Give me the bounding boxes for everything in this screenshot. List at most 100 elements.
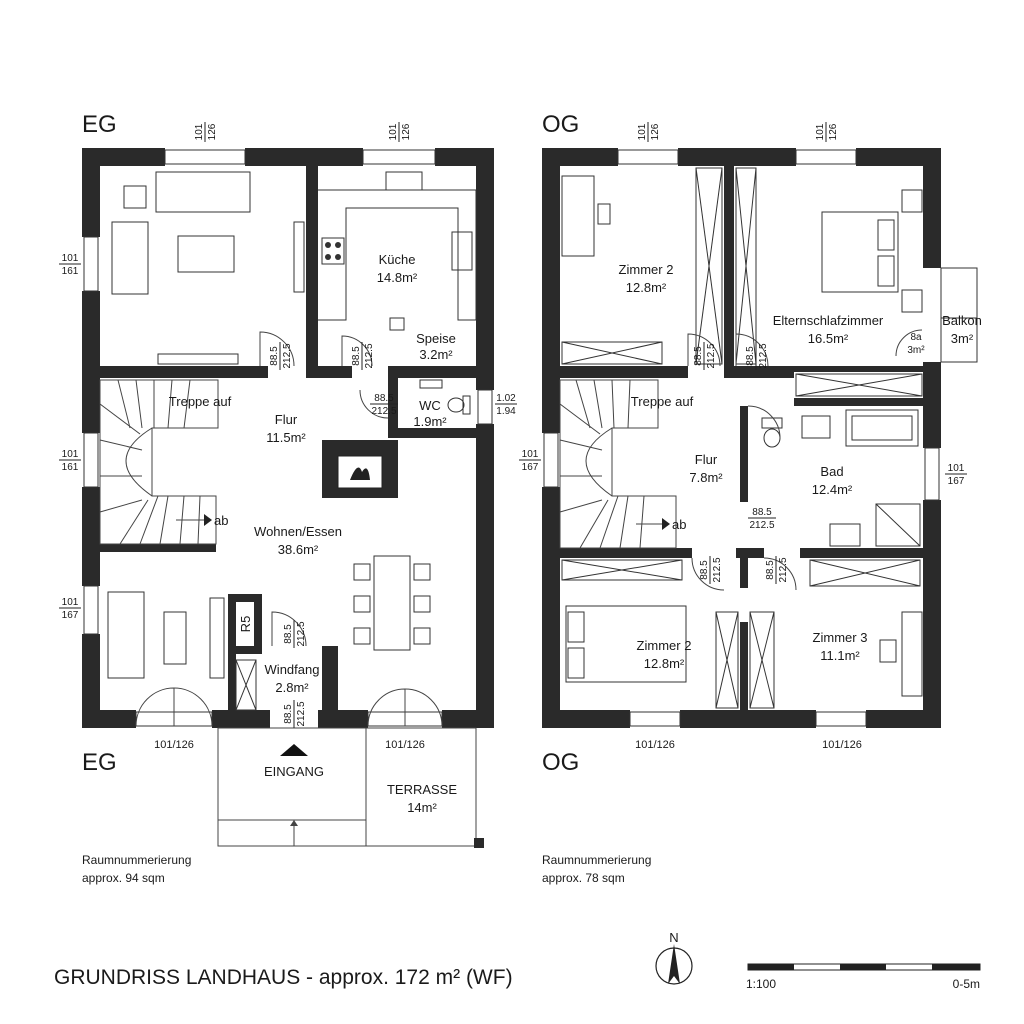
scale-range: 0-5m	[953, 977, 980, 991]
svg-text:212.5: 212.5	[706, 343, 717, 368]
svg-text:88.5: 88.5	[283, 704, 294, 724]
eg-windfang-name: Windfang	[265, 662, 320, 677]
svg-text:101: 101	[194, 123, 205, 140]
og-heading-bottom: OG	[542, 749, 579, 776]
og-zimmer3-name: Zimmer 3	[813, 630, 868, 645]
og-plan	[542, 148, 978, 728]
svg-text:212.5: 212.5	[282, 343, 293, 368]
og-zimmer2b-area: 12.8m²	[644, 656, 685, 671]
dim-og-bottom-right: 101/126	[822, 739, 862, 751]
dim-og-top-right: 101 126	[815, 122, 839, 142]
svg-text:212.5: 212.5	[296, 701, 307, 726]
og-balkon-name: Balkon	[942, 313, 982, 328]
og-area-note: approx. 78 sqm	[542, 871, 625, 885]
dim-og-right: 101 167	[945, 463, 967, 487]
svg-text:101: 101	[522, 449, 539, 460]
dim-door-eg-windfang: 88.5 212.5	[283, 620, 307, 648]
eg-flur-name: Flur	[275, 412, 298, 427]
eg-numbering-note: Raumnummerierung	[82, 853, 191, 867]
svg-text:212.5: 212.5	[749, 520, 774, 531]
eg-wohnen-name: Wohnen/Essen	[254, 524, 342, 539]
dim-eg-bottom-left: 101/126	[154, 739, 194, 751]
dim-door-og-zimmer2b: 88.5 212.5	[699, 556, 723, 584]
svg-text:212.5: 212.5	[712, 557, 723, 582]
og-heading-top: OG	[542, 111, 579, 138]
eg-terrace-name: TERRASSE	[387, 782, 457, 797]
svg-text:212.5: 212.5	[296, 621, 307, 646]
eg-kueche-name: Küche	[379, 252, 416, 267]
dim-eg-bottom-right: 101/126	[385, 739, 425, 751]
svg-text:161: 161	[62, 462, 79, 473]
svg-text:88.5: 88.5	[699, 560, 710, 580]
dim-eg-top-right: 101 126	[388, 122, 412, 142]
dim-eg-left-3: 101 167	[59, 597, 81, 621]
og-numbering-note: Raumnummerierung	[542, 853, 651, 867]
svg-text:167: 167	[62, 610, 79, 621]
dim-eg-left-2: 101 161	[59, 449, 81, 473]
dim-eg-wc-window: 1.02 1.94	[495, 393, 517, 417]
svg-text:161: 161	[62, 266, 79, 277]
eg-speise-name: Speise	[416, 331, 456, 346]
og-flur-name: Flur	[695, 452, 718, 467]
svg-text:101: 101	[948, 463, 965, 474]
svg-text:1.94: 1.94	[496, 406, 516, 417]
svg-text:167: 167	[948, 476, 965, 487]
og-eltern-area: 16.5m²	[808, 331, 849, 346]
eg-windfang-area: 2.8m²	[275, 680, 309, 695]
svg-text:88.5: 88.5	[693, 346, 704, 366]
og-balkon-door-bottom: 3m²	[907, 345, 925, 356]
svg-text:101: 101	[388, 123, 399, 140]
eg-flur-area: 11.5m²	[266, 430, 306, 445]
svg-text:101: 101	[62, 597, 79, 608]
scale-bar	[747, 963, 981, 971]
dim-door-eg-wc: 88.5 212.5	[370, 393, 398, 417]
svg-text:88.5: 88.5	[283, 624, 294, 644]
og-flur-area: 7.8m²	[689, 470, 723, 485]
dim-eg-left-1: 101 161	[59, 253, 81, 277]
dim-door-eg-kitchen: 88.5 212.5	[351, 342, 375, 370]
og-bad-area: 12.4m²	[812, 482, 853, 497]
og-zimmer3-area: 11.1m²	[820, 648, 860, 663]
svg-text:88.5: 88.5	[374, 393, 394, 404]
eg-wc-name: WC	[419, 398, 441, 413]
og-eltern-name: Elternschlafzimmer	[773, 313, 884, 328]
eg-plan	[82, 148, 494, 848]
plan-title: GRUNDRISS LANDHAUS - approx. 172 m² (WF)	[54, 966, 513, 989]
svg-text:212.5: 212.5	[758, 343, 769, 368]
svg-text:88.5: 88.5	[752, 507, 772, 518]
dim-og-left: 101 167	[519, 449, 541, 473]
north-label: N	[669, 930, 678, 945]
og-balkon-area: 3m²	[951, 331, 974, 346]
eg-wohnen-area: 38.6m²	[278, 542, 319, 557]
svg-text:88.5: 88.5	[745, 346, 756, 366]
og-zimmer2b-name: Zimmer 2	[637, 638, 692, 653]
svg-text:126: 126	[401, 123, 412, 140]
eg-speise-area: 3.2m²	[419, 347, 453, 362]
north-arrow-icon: N	[655, 930, 693, 985]
dim-eg-top-left: 101 126	[194, 122, 218, 142]
eg-r5-label: R5	[238, 616, 253, 633]
eg-terrace-area: 14m²	[407, 800, 437, 815]
og-stairs-down: ab	[672, 517, 686, 532]
svg-text:212.5: 212.5	[778, 557, 789, 582]
eg-stairs-up: Treppe auf	[169, 394, 232, 409]
dim-door-eg-living: 88.5 212.5	[269, 342, 293, 370]
dim-og-bottom-left: 101/126	[635, 739, 675, 751]
svg-text:126: 126	[650, 123, 661, 140]
svg-text:101: 101	[62, 253, 79, 264]
dim-door-og-zimmer3: 88.5 212.5	[765, 556, 789, 584]
svg-text:101: 101	[815, 123, 826, 140]
eg-heading-top: EG	[82, 111, 117, 138]
svg-text:126: 126	[828, 123, 839, 140]
svg-text:1.02: 1.02	[496, 393, 516, 404]
svg-text:212.5: 212.5	[371, 406, 396, 417]
eg-stairs-down: ab	[214, 513, 228, 528]
eg-entrance-label: EINGANG	[264, 764, 324, 779]
svg-text:88.5: 88.5	[351, 346, 362, 366]
svg-text:212.5: 212.5	[364, 343, 375, 368]
og-zimmer2a-area: 12.8m²	[626, 280, 667, 295]
og-zimmer2a-name: Zimmer 2	[619, 262, 674, 277]
svg-text:167: 167	[522, 462, 539, 473]
dim-door-og-zimmer2a: 88.5 212.5	[693, 342, 717, 370]
og-bad-name: Bad	[820, 464, 843, 479]
